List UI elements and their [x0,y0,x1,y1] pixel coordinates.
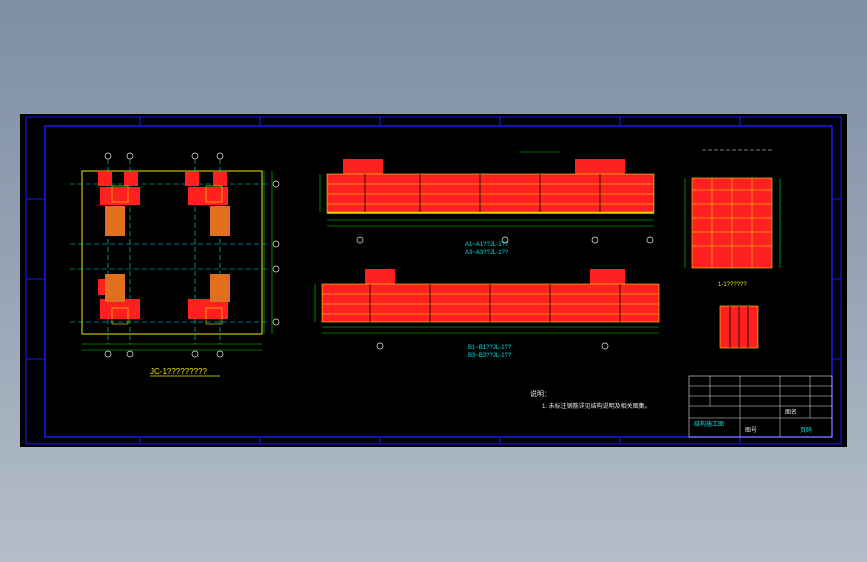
inner-frame [44,125,833,438]
title-project: 结构施工图 [694,420,724,428]
section-title: 1-1?????? [718,282,747,288]
frame-ticks [26,117,841,444]
notes-line-1: 1. 未标注钢筋详见结构说明及相关图集。 [542,402,651,410]
notes-heading: 说明： [530,389,551,398]
beam2-title-b: B3~B3??JL-1?? [468,353,512,359]
cross-section: 1-1?????? [684,149,781,349]
beam-elevation-1: A1~A1??JL-1?? A3~A3??JL-1?? [319,151,655,256]
cad-drawing-sheet: JC-1????????? A1~A1??JL-1?? A3~A3??JL-1?… [20,114,847,447]
beam1-title-a: A1~A1??JL-1?? [465,242,509,248]
title-block: 结构施工图 图名 图号 页码 [688,375,833,438]
plan-title: JC-1????????? [150,367,207,376]
outer-frame [25,116,842,445]
foundation-plan: JC-1????????? [70,152,280,377]
beam2-title-a: B1~B1??JL-1?? [468,345,512,351]
title-drawing: 图名 [785,408,797,416]
title-sheet: 页码 [800,426,812,434]
title-number: 图号 [745,427,757,434]
notes: 说明： 1. 未标注钢筋详见结构说明及相关图集。 [530,389,651,410]
beam1-title-b: A3~A3??JL-1?? [465,250,509,256]
beam-elevation-2: B1~B1??JL-1?? B3~B3??JL-1?? [314,269,660,359]
